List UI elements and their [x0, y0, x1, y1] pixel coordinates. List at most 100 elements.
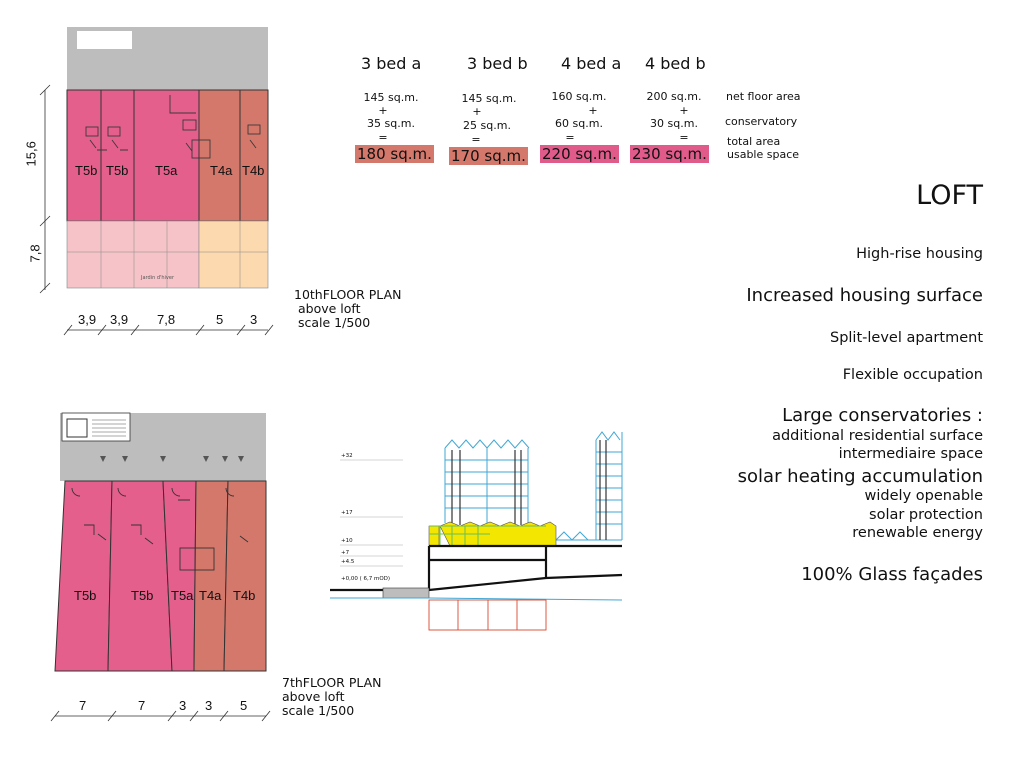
section-level-label: +4.5: [341, 559, 355, 565]
section-slabs: [330, 544, 623, 592]
section-drawing: [330, 431, 623, 631]
plan-top-conservatory-pink: [66, 220, 200, 289]
net-area-value: 145 sq.m.: [363, 91, 419, 104]
plan-top-fittings: [85, 95, 261, 159]
row-label-conservatory: conservatory: [725, 115, 798, 128]
feature-split-level: Split-level apartment: [829, 330, 983, 346]
plan-top-unit-t5b-2: [100, 89, 135, 222]
plan-bottom-dimension-lines: [50, 710, 271, 722]
feature-glass-facades: 100% Glass façades: [801, 564, 983, 585]
plan-bottom-width-dim: 3: [205, 698, 213, 713]
conservatory-area-value: 60 sq.m.: [555, 117, 603, 130]
feature-solar-heating: solar heating accumulation: [737, 466, 983, 487]
plan-top-height-dim-1: 15,6: [23, 141, 39, 167]
plan-bottom-stairs: [92, 419, 126, 437]
plan-top-unit-t4b: [239, 89, 269, 222]
plan-top-width-dim: 5: [216, 312, 224, 327]
conservatory-area-value: 35 sq.m.: [367, 117, 415, 130]
plus-sign: +: [472, 105, 482, 118]
type-name: 4 bed a: [561, 54, 622, 73]
feature-flexible: Flexible occupation: [842, 367, 983, 383]
plus-sign: +: [679, 104, 689, 117]
plan-bottom-unit-t4a: [193, 480, 229, 672]
equals-sign: =: [471, 133, 481, 146]
plan-top-height-dim-2: 7,8: [27, 244, 43, 263]
plan-top-unit-t5b-1: [66, 89, 102, 222]
plus-sign: +: [588, 104, 598, 117]
plan-bottom-stair-core: [61, 412, 131, 442]
section-tower-right: [528, 431, 623, 541]
plan-bottom-unit-label: T5a: [171, 588, 194, 603]
equals-sign: =: [679, 131, 689, 144]
section-ground-line: [330, 597, 623, 601]
plus-sign: +: [378, 104, 388, 117]
row-label-total: total area: [727, 135, 781, 148]
plan-top-unit-t5a: [133, 89, 200, 222]
plan-bottom-width-dim: 7: [138, 698, 146, 713]
feature-high-rise: High-rise housing: [856, 246, 983, 262]
plan-bottom-caption-title: 7thFLOOR PLAN: [282, 675, 382, 690]
feature-residential-surface: additional residential surface: [772, 428, 983, 444]
total-area-value: 180 sq.m.: [355, 145, 434, 163]
plan-top-width-dim: 3,9: [110, 312, 129, 327]
plan-bottom-caption-sub: above loft: [282, 689, 345, 704]
plan-top-interior-label: Jardin d'hiver: [141, 275, 175, 281]
feature-solar-protection: solar protection: [869, 507, 983, 523]
plan-top-width-dim: 3: [250, 312, 258, 327]
plan-top-skylight: [77, 31, 132, 49]
section-level-label: +7: [341, 550, 350, 556]
plan-top-caption-sub: above loft: [298, 301, 361, 316]
feature-renewable-energy: renewable energy: [852, 525, 983, 541]
section-tower-right-core: [599, 440, 607, 540]
plan-top-caption-title: 10thFLOOR PLAN: [294, 287, 402, 302]
feature-openable: widely openable: [864, 488, 983, 504]
section-level-label: +17: [341, 510, 353, 516]
plan-bottom-width-dim: 7: [79, 698, 87, 713]
plan-top-dimension-lines: [39, 84, 274, 336]
plan-bottom-unit-t5b-1: [54, 480, 113, 672]
conservatory-area-value: 30 sq.m.: [650, 117, 698, 130]
section-tower-left-core: [451, 450, 522, 525]
section-level-lines: [340, 459, 403, 567]
feature-intermediate-space: intermediaire space: [838, 446, 983, 462]
page-title: LOFT: [916, 180, 983, 211]
net-area-value: 160 sq.m.: [551, 90, 607, 103]
section-tower-left: [444, 439, 530, 523]
plan-bottom-fittings: [71, 487, 249, 571]
plan-top-conservatory-peach: [198, 220, 269, 289]
total-area-value: 220 sq.m.: [540, 145, 619, 163]
section-basement: [428, 599, 547, 631]
plan-top-unit-label: T5a: [155, 163, 178, 178]
plan-top-unit-t4a: [198, 89, 241, 222]
type-name: 4 bed b: [645, 54, 706, 73]
plan-top-unit-label: T5b: [75, 163, 98, 178]
plan-top-caption-scale: scale 1/500: [298, 315, 371, 330]
type-name: 3 bed a: [361, 54, 422, 73]
plan-top-unit-label: T4a: [210, 163, 233, 178]
row-label-net: net floor area: [726, 90, 801, 103]
plan-top: [39, 27, 274, 336]
row-label-usable: usable space: [727, 148, 800, 161]
plan-bottom-width-dim: 5: [240, 698, 248, 713]
total-area-value: 230 sq.m.: [630, 145, 709, 163]
plan-bottom-unit-label: T4b: [233, 588, 256, 603]
net-area-value: 145 sq.m.: [461, 92, 517, 105]
plan-bottom-unit-t5b-2: [107, 480, 173, 672]
section-conservatory-1: [428, 525, 440, 547]
section-ground-block: [382, 587, 430, 599]
plan-bottom-unit-label: T5b: [74, 588, 97, 603]
conservatory-area-value: 25 sq.m.: [463, 119, 511, 132]
plan-bottom-unit-label: T4a: [199, 588, 222, 603]
plan-bottom-arrows: [100, 456, 244, 462]
equals-sign: =: [378, 131, 388, 144]
section-level-label: +32: [341, 453, 353, 459]
plan-top-width-dim: 7,8: [157, 312, 176, 327]
plan-bottom-width-dim: 3: [179, 698, 187, 713]
plan-top-unit-label: T4b: [242, 163, 265, 178]
section-level-label: +10: [341, 538, 353, 544]
plan-bottom-caption-scale: scale 1/500: [282, 703, 355, 718]
net-area-value: 200 sq.m.: [646, 90, 702, 103]
plan-bottom-unit-label: T5b: [131, 588, 154, 603]
plan-top-unit-label: T5b: [106, 163, 129, 178]
plan-top-width-dim: 3,9: [78, 312, 97, 327]
